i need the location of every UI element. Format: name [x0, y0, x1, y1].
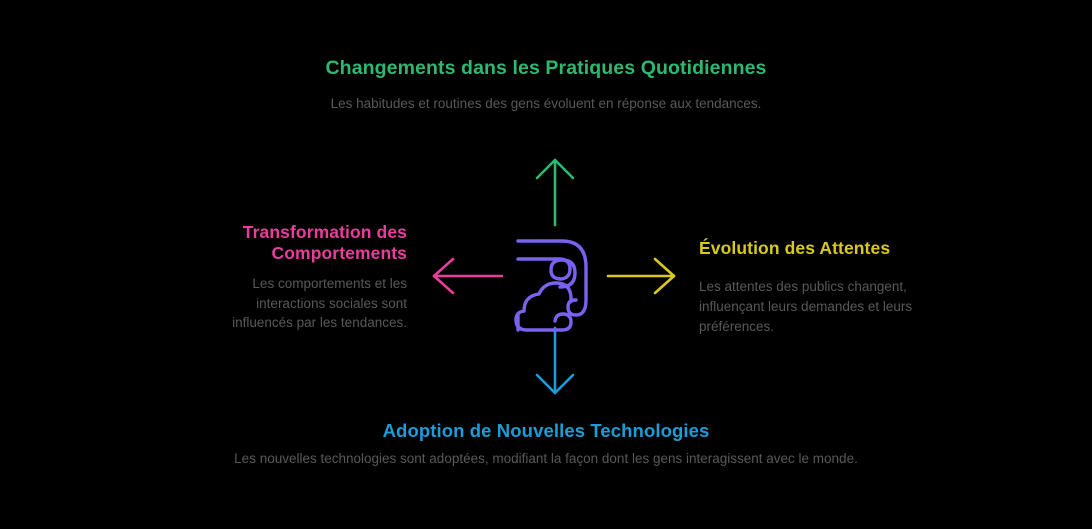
- node-bottom-description: Les nouvelles technologies sont adoptées…: [234, 450, 858, 466]
- arrow-down-icon: [535, 326, 575, 395]
- node-top: Changements dans les Pratiques Quotidien…: [0, 57, 1092, 114]
- node-bottom: Adoption de Nouvelles Technologies Les n…: [0, 420, 1092, 468]
- node-top-description: Les habitudes et routines des gens évolu…: [330, 95, 762, 111]
- center-graphic: [420, 140, 690, 410]
- node-right-title: Évolution des Attentes: [699, 238, 891, 258]
- wind-cloud-icon: [514, 239, 588, 332]
- node-left-description: Les comportements et les interactions so…: [232, 275, 407, 331]
- node-bottom-title: Adoption de Nouvelles Technologies: [382, 420, 710, 441]
- arrow-right-icon: [606, 257, 676, 295]
- node-right: Évolution des Attentes Les attentes des …: [699, 238, 949, 337]
- node-left: Transformation des Comportements Les com…: [193, 222, 407, 333]
- node-top-title: Changements dans les Pratiques Quotidien…: [325, 57, 767, 79]
- node-right-description: Les attentes des publics changent, influ…: [699, 279, 913, 335]
- node-left-title: Transformation des Comportements: [242, 222, 407, 264]
- arrow-up-icon: [535, 158, 575, 227]
- center-graphic-svg: [432, 158, 676, 395]
- arrow-left-icon: [432, 257, 504, 295]
